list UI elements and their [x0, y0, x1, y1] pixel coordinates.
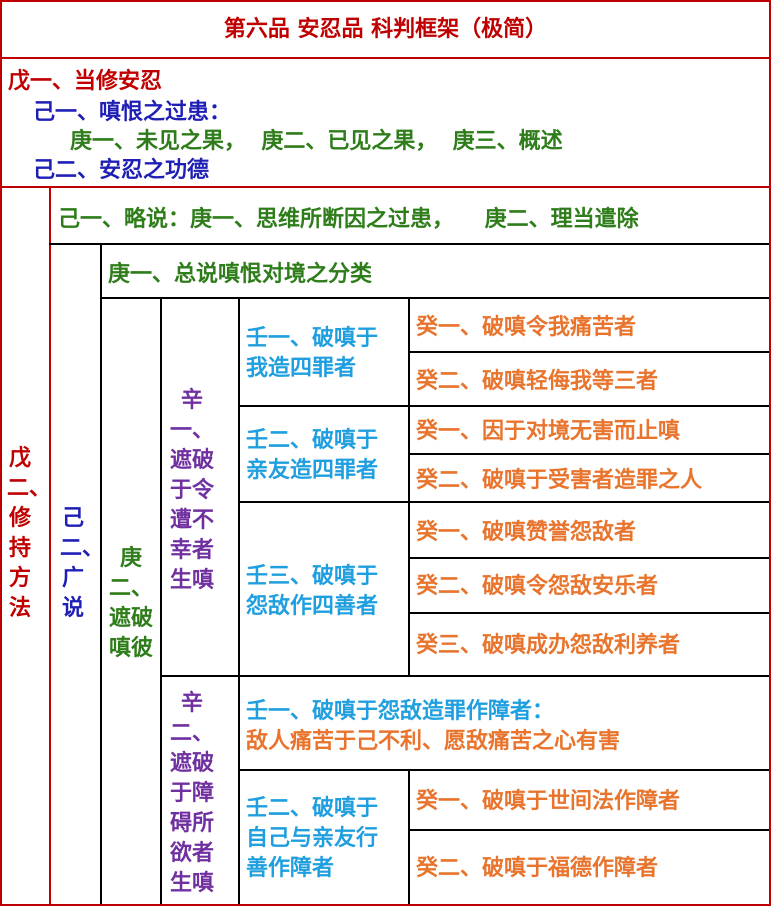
geng-row: 庚一、未见之果， 庚二、已见之果， 庚三、概述: [70, 128, 563, 154]
ren2-line1: 壬二、破嗔于: [246, 427, 379, 453]
wu2-label: 戊二、修持方法: [7, 445, 52, 621]
ji1-lue: 己一、略说：庚一、思维所断因之过患， 庚二、理当遣除: [58, 206, 639, 232]
ji2-guang-label: 己二、广说: [60, 505, 105, 621]
gui-r2b: 癸二、破嗔于受害者造罪之人: [416, 467, 703, 493]
geng1-zong: 庚一、总说嗔恨对境之分类: [108, 261, 373, 287]
ji1-lue-divider: [49, 243, 769, 245]
top-section-divider: [2, 186, 769, 188]
gui-rb2a: 癸一、破嗔于世间法作障者: [416, 788, 681, 814]
gui-rb2b: 癸二、破嗔于福德作障者: [416, 855, 659, 881]
ren1-divider: [238, 405, 769, 407]
ji2-column-divider: [100, 243, 102, 904]
gui-r2-divider: [408, 453, 769, 455]
ren2-line2: 亲友造四罪者: [246, 457, 379, 483]
wu1-heading: 戊一、当修安忍: [8, 68, 163, 94]
gui-r3c: 癸三、破嗔成办怨敌利养者: [416, 632, 681, 658]
gui-r2a: 癸一、因于对境无害而止嗔: [416, 418, 681, 444]
ren-b2-column-divider: [408, 769, 410, 904]
ren-b2-line1: 壬二、破嗔于: [246, 795, 379, 821]
gui-r3a: 癸一、破嗔赞誉怨敌者: [416, 519, 637, 545]
gui-r3b: 癸二、破嗔令怨敌安乐者: [416, 573, 659, 599]
ji2-heading: 己二、安忍之功德: [33, 157, 210, 183]
geng2-column-divider: [160, 297, 162, 904]
ren1-line2: 我造四罪者: [246, 355, 357, 381]
xin-divider: [160, 675, 769, 677]
title-divider: [2, 57, 769, 59]
gui-r1-divider: [408, 351, 769, 353]
gui-r1a: 癸一、破嗔令我痛苦者: [416, 314, 637, 340]
page-title: 第六品 安忍品 科判框架（极简）: [223, 16, 548, 42]
gui-r3b-divider: [408, 612, 769, 614]
ren3-line2: 怨敌作四善者: [246, 593, 379, 619]
gui-r1b: 癸二、破嗔轻侮我等三者: [416, 368, 659, 394]
ren1-line1: 壬一、破嗔于: [246, 325, 379, 351]
ren-b1-line2: 敌人痛苦于己不利、愿敌痛苦之心有害: [246, 728, 621, 754]
xin2-label: 辛二、遮破于障碍所欲者生嗔: [169, 690, 214, 896]
gui-r3a-divider: [408, 557, 769, 559]
ren3-line1: 壬三、破嗔于: [246, 563, 379, 589]
ren-b1-line1: 壬一、破嗔于怨敌造罪作障者：: [246, 698, 555, 724]
xin-column-divider: [238, 297, 240, 904]
ren-column-divider: [408, 297, 410, 675]
ji1-heading: 己一、嗔恨之过患：: [33, 99, 232, 125]
ren-b2-line3: 善作障者: [246, 855, 335, 881]
ren-b2-line2: 自己与亲友行: [246, 825, 379, 851]
wu2-column-divider: [49, 186, 51, 904]
geng1-divider: [100, 297, 769, 299]
gui-rb2-divider: [408, 829, 769, 831]
ren-b1-divider: [238, 769, 769, 771]
xin1-label: 辛一、遮破于令遭不幸者生嗔: [169, 387, 214, 593]
ren2-divider: [238, 501, 769, 503]
geng2-label: 庚二、遮破嗔彼: [108, 545, 153, 661]
